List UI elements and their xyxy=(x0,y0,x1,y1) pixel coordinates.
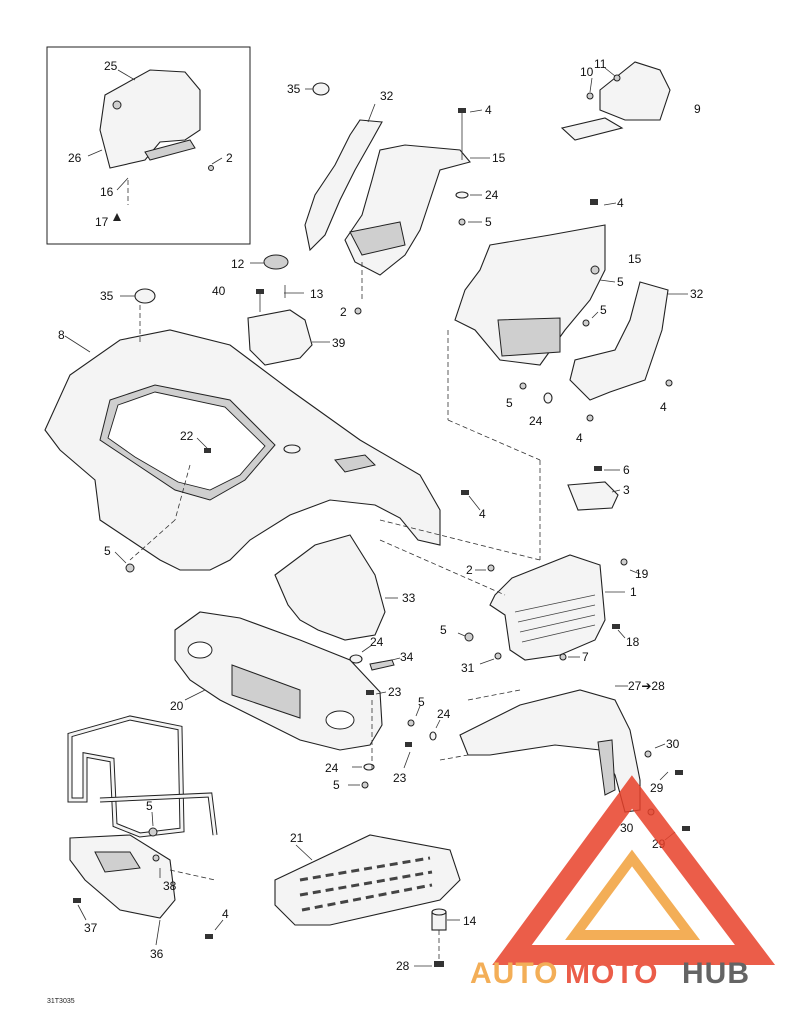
callout-36: 36 xyxy=(150,947,164,961)
callout-2b: 2 xyxy=(340,305,347,319)
callout-5b: 5 xyxy=(617,275,624,289)
callout-5f: 5 xyxy=(440,623,447,637)
part-33-grill-panel xyxy=(274,534,386,641)
callout-4d: 4 xyxy=(660,400,667,414)
callout-19: 19 xyxy=(635,567,649,581)
callout-2: 2 xyxy=(226,151,233,165)
callout-10: 10 xyxy=(580,65,594,79)
callout-4e: 4 xyxy=(479,507,486,521)
part-brush-guard xyxy=(67,715,218,838)
part-3-bumper-strip xyxy=(567,481,619,511)
callout-14: 14 xyxy=(463,914,477,928)
callout-17: 17 xyxy=(95,215,109,229)
callout-39: 39 xyxy=(332,336,346,350)
part-36-front-skid xyxy=(69,834,176,919)
callout-5c: 5 xyxy=(600,303,607,317)
watermark-hub: HUB xyxy=(682,957,750,990)
callout-32: 32 xyxy=(380,89,394,103)
callout-16: 16 xyxy=(100,185,114,199)
callout-30b: 30 xyxy=(620,821,634,835)
callout-5d: 5 xyxy=(506,396,513,410)
callout-24b: 24 xyxy=(529,414,543,428)
callout-13: 13 xyxy=(310,287,324,301)
callout-5e: 5 xyxy=(104,544,111,558)
callout-4: 4 xyxy=(485,103,492,117)
part-9-mud-flap xyxy=(560,61,671,141)
part-8-front-body xyxy=(44,329,441,571)
callout-8: 8 xyxy=(58,328,65,342)
callout-24d: 24 xyxy=(437,707,451,721)
drawing-code: 31T3035 xyxy=(47,998,75,1005)
watermark-auto: AUTO xyxy=(470,957,558,990)
part-39-bracket xyxy=(247,309,313,366)
callout-7: 7 xyxy=(582,650,589,664)
part-32-side-panel-right xyxy=(569,281,669,401)
callout-5i: 5 xyxy=(146,799,153,813)
part-20-front-fascia xyxy=(174,611,383,751)
part-35-cap xyxy=(312,82,330,96)
part-15-rear-storage-right xyxy=(454,224,606,366)
callout-32b: 32 xyxy=(690,287,704,301)
callout-24: 24 xyxy=(485,188,499,202)
callout-35: 35 xyxy=(287,82,301,96)
callout-4c: 4 xyxy=(576,431,583,445)
callout-5: 5 xyxy=(485,215,492,229)
callout-12: 12 xyxy=(231,257,245,271)
part-32-side-panel-left xyxy=(304,119,383,252)
callout-35b: 35 xyxy=(100,289,114,303)
callout-21: 21 xyxy=(290,831,304,845)
callout-5h: 5 xyxy=(333,778,340,792)
callout-4b: 4 xyxy=(617,196,624,210)
callout-3: 3 xyxy=(623,483,630,497)
part-21-skid-plate xyxy=(274,834,461,926)
part-12-cap xyxy=(263,254,289,270)
callout-38: 38 xyxy=(163,879,177,893)
part-14-bushing xyxy=(431,908,447,931)
callout-4f: 4 xyxy=(222,907,229,921)
callout-23b: 23 xyxy=(393,771,407,785)
watermark-logo: AUTO MOTO HUB xyxy=(470,775,776,990)
callout-22: 22 xyxy=(180,429,194,443)
callout-40: 40 xyxy=(212,284,226,298)
callout-31: 31 xyxy=(461,661,475,675)
callout-24e: 24 xyxy=(325,761,339,775)
callout-15b: 15 xyxy=(628,252,642,266)
callout-2c: 2 xyxy=(466,563,473,577)
watermark-moto: MOTO xyxy=(565,957,658,990)
callout-20: 20 xyxy=(170,699,184,713)
callout-18: 18 xyxy=(626,635,640,649)
callout-30a: 30 xyxy=(666,737,680,751)
part-1-footwell xyxy=(489,554,606,661)
part-15-rear-storage-upper xyxy=(344,144,471,276)
callout-29a: 29 xyxy=(650,781,664,795)
callout-26: 26 xyxy=(68,151,82,165)
part-25-inner-fender xyxy=(99,69,201,169)
callout-24c: 24 xyxy=(370,635,384,649)
callout-37: 37 xyxy=(84,921,98,935)
callout-15: 15 xyxy=(492,151,506,165)
callout-33: 33 xyxy=(402,591,416,605)
part-35-cap-2 xyxy=(134,288,156,304)
callout-1: 1 xyxy=(630,585,637,599)
callout-27-28: 27➔28 xyxy=(628,679,665,693)
callout-23: 23 xyxy=(388,685,402,699)
callout-25: 25 xyxy=(104,59,118,73)
callout-11: 11 xyxy=(594,57,607,71)
callout-9: 9 xyxy=(694,102,701,116)
callout-5g: 5 xyxy=(418,695,425,709)
callout-28: 28 xyxy=(396,959,410,973)
callout-6: 6 xyxy=(623,463,630,477)
callout-34: 34 xyxy=(400,650,414,664)
part-27-rear-fender xyxy=(459,689,641,813)
inset-frame xyxy=(46,46,251,245)
